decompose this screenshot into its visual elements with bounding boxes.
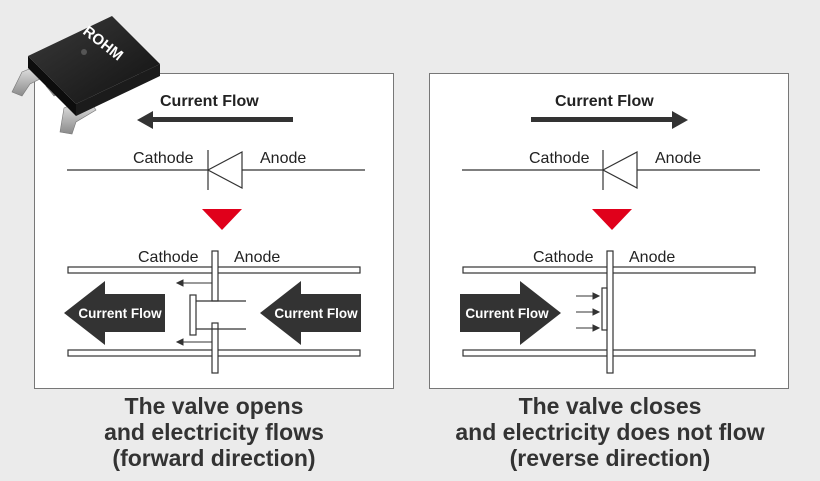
right-cathode-label: Cathode bbox=[529, 150, 590, 167]
left-big-arrow-left bbox=[64, 281, 165, 345]
left-current-flow-label: Current Flow bbox=[160, 93, 259, 110]
right-caption-line-3: (reverse direction) bbox=[509, 445, 711, 471]
left-caption-line-1: The valve opens bbox=[124, 393, 304, 419]
left-caption-line-3: (forward direction) bbox=[112, 445, 316, 471]
left-anode-label: Anode bbox=[260, 150, 307, 167]
left-current-flow-arrow bbox=[137, 111, 293, 129]
right-caption: The valve closes and electricity does no… bbox=[410, 393, 810, 471]
left-big-arrow-right bbox=[260, 281, 361, 345]
right-pipe-cathode-label: Cathode bbox=[533, 249, 594, 266]
right-current-flow-arrow bbox=[531, 111, 688, 129]
right-red-indicator bbox=[592, 209, 632, 230]
left-pipe-cathode-label: Cathode bbox=[138, 249, 199, 266]
rohm-chip-image bbox=[11, 16, 160, 135]
right-diode-symbol bbox=[462, 150, 760, 190]
right-blocked-flow-lines bbox=[576, 292, 601, 332]
right-pipe-anode-label: Anode bbox=[629, 249, 676, 266]
left-diode-symbol bbox=[67, 150, 365, 190]
right-caption-line-2: and electricity does not flow bbox=[455, 419, 765, 445]
left-pipe-anode-label: Anode bbox=[234, 249, 281, 266]
right-big-arrow bbox=[460, 281, 561, 345]
left-flow-lines bbox=[175, 279, 212, 346]
left-caption-line-2: and electricity flows bbox=[104, 419, 324, 445]
left-valve-gate bbox=[189, 250, 246, 374]
right-big-arrow-text: Current Flow bbox=[465, 306, 549, 321]
right-anode-label: Anode bbox=[655, 150, 702, 167]
left-red-indicator bbox=[202, 209, 242, 230]
left-big-arrow-left-text: Current Flow bbox=[78, 306, 162, 321]
left-cathode-label: Cathode bbox=[133, 150, 194, 167]
right-current-flow-label: Current Flow bbox=[555, 93, 654, 110]
left-caption: The valve opens and electricity flows (f… bbox=[14, 393, 414, 471]
left-big-arrow-right-text: Current Flow bbox=[274, 306, 358, 321]
right-caption-line-1: The valve closes bbox=[518, 393, 702, 419]
right-valve-gate bbox=[601, 250, 614, 374]
